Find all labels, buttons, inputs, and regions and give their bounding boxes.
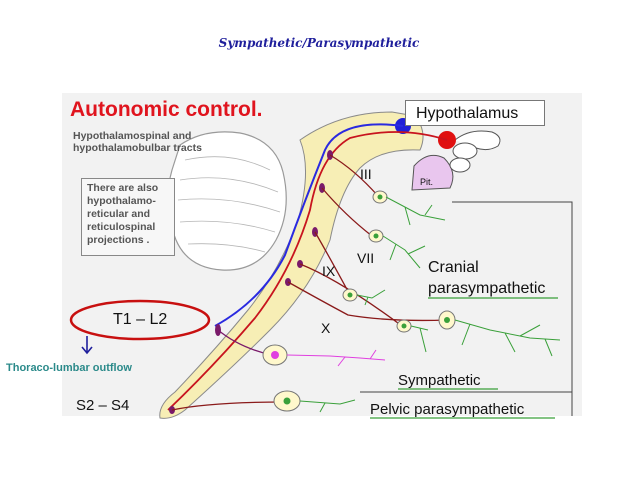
s2-s4-label: S2 – S4 [76,397,130,414]
down-arrow-icon [81,336,93,355]
brainstem-spinal-cord [159,111,424,419]
pituitary [411,154,454,191]
cranial-nerve-x-label: X [321,320,331,336]
cranial-nerve-vii-label: VII [357,250,375,266]
t1-l2-highlight [69,299,211,341]
pelvic-parasympathetic-label: Pelvic parasympathetic [370,401,525,418]
slide-title: Sympathetic/Parasympathetic [218,36,420,50]
sympathetic-label: Sympathetic [398,372,481,389]
tracts-note: Hypothalamospinal and hypothalamobulbar … [73,130,202,154]
main-title: Autonomic control. [70,98,263,121]
red-descending-tract [167,131,448,411]
hypothalamus-label: Hypothalamus [405,100,545,126]
t1-l2-label: T1 – L2 [113,311,168,328]
projections-note-box: There are also hypothalamo- reticular an… [81,178,175,256]
cranial-parasympathetic-label: Cranial parasympathetic [428,259,546,297]
cranial-nerve-iii-label: III [360,166,372,182]
thoraco-lumbar-outflow-label: Thoraco-lumbar outflow [6,362,132,374]
pituitary-label: Pit. [420,177,434,187]
blue-descending-tract [214,123,404,327]
cerebellum [167,131,287,271]
cranial-nerve-ix-label: IX [322,263,336,279]
